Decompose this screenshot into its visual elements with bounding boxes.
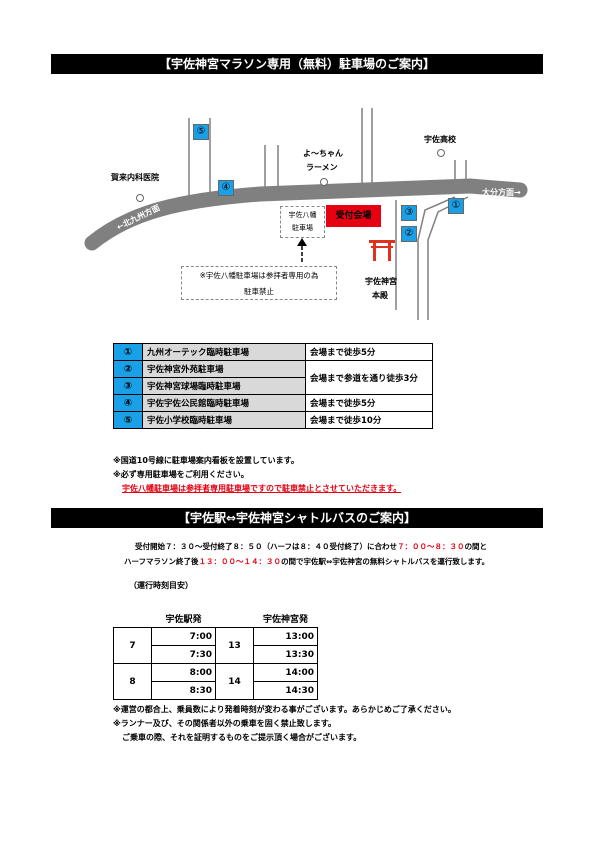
- parking-name: 宇佐宇佐公民館臨時駐車場: [142, 394, 306, 412]
- table-row: ③ 宇佐神宮球場臨時駐車場: [113, 377, 433, 395]
- note-proof: ご乗車の際、それを証明するものをご提示頂く場合がございます。: [122, 733, 362, 742]
- parking-number: ①: [113, 343, 143, 361]
- parking-name: 宇佐神宮球場臨時駐車場: [142, 377, 306, 395]
- table-row: ④ 宇佐宇佐公民館臨時駐車場 会場まで徒歩5分: [113, 394, 433, 412]
- time-cell: 8:30: [151, 681, 216, 700]
- torii-icon: [369, 240, 395, 261]
- intro-time-morning: ７：００～８：３０: [397, 542, 465, 551]
- table-row: 8 8:00 14 14:00: [113, 663, 318, 700]
- parking-number: ④: [113, 394, 143, 412]
- note-riders-only: ※ランナー及び、その関係者以外の乗車を固く禁止致します。: [113, 719, 336, 728]
- intro-text: の間で宇佐駅⇔宇佐神宮の無料シャトルバスを運行致します。: [281, 557, 490, 566]
- intro-text: ハーフマラソン終了後: [124, 557, 199, 566]
- time-cell: 13:30: [253, 645, 318, 664]
- ramen-marker: [320, 178, 328, 186]
- no-parking-line-1: ※宇佐八幡駐車場は参拝者専用の為: [199, 271, 319, 280]
- school-label: 宇佐高校: [424, 135, 456, 144]
- parking-number: ③: [113, 377, 143, 395]
- hour-cell: 7: [113, 627, 152, 664]
- time-cell: 7:00: [151, 627, 216, 646]
- parking-marker-1: ①: [448, 198, 464, 214]
- shuttle-intro-line-2: ハーフマラソン終了後１３：００～１４：３０の間で宇佐駅⇔宇佐神宮の無料シャトルバ…: [124, 556, 489, 567]
- hachiman-label-1: 宇佐八幡: [288, 211, 317, 219]
- parking-marker-2: ②: [401, 226, 417, 242]
- no-parking-line-2: 駐車禁止: [244, 287, 274, 296]
- hachiman-label-2: 駐車場: [292, 224, 313, 232]
- usa-station-header: 宇佐駅発: [165, 615, 202, 625]
- note-signs: ※国道10号線に駐車場案内看板を設置しています。: [113, 456, 299, 465]
- time-cell: 8:00: [151, 663, 216, 682]
- parking-name: 宇佐小学校臨時駐車場: [142, 411, 306, 429]
- reception-venue: 受付会場: [326, 205, 381, 227]
- walk-time: 会場まで徒歩5分: [305, 394, 433, 412]
- table-row: 宇佐駅発 宇佐神宮発: [114, 610, 318, 628]
- table-row: ⑤ 宇佐小学校臨時駐車場 会場まで徒歩10分: [113, 411, 433, 429]
- note-no-parking: 宇佐八幡駐車場は参拝者専用駐車場ですので駐車禁止とさせていただきます。: [122, 484, 402, 493]
- school-marker: [437, 149, 445, 157]
- parking-marker-4: ④: [218, 180, 234, 196]
- hour-cell: 8: [113, 663, 152, 700]
- walk-time: 会場まで徒歩5分: [305, 343, 433, 361]
- hour-cell: 14: [215, 663, 254, 700]
- hour-cell: 13: [215, 627, 254, 664]
- side-road: [427, 196, 469, 320]
- note-use-parking: ※必ず専用駐車場をご利用ください。: [113, 470, 249, 479]
- clinic-marker: [136, 194, 144, 202]
- intro-text: 受付開始７：３０～受付終了８：５０（ハーフは８：４０受付終了）に合わせ: [135, 542, 398, 551]
- parking-title: 【宇佐神宮マラソン専用（無料）駐車場のご案内】: [51, 54, 543, 74]
- shuttle-timetable: 宇佐駅発 宇佐神宮発 7 7:00 13 13:00 7:30 13:30 8 …: [113, 610, 318, 700]
- table-row: ① 九州オーテック臨時駐車場 会場まで徒歩5分: [113, 343, 433, 361]
- note-schedule-change: ※運営の都合上、乗員数により発着時刻が変わる事がございます。あらかじめご了承くだ…: [113, 705, 456, 714]
- side-road: [417, 196, 456, 320]
- table-row: 8:30 14:30: [114, 681, 318, 700]
- table-row: ② 宇佐神宮外苑駐車場 会場まで参道を通り徒歩3分: [113, 360, 433, 395]
- shrine-label-2: 本殿: [372, 291, 388, 300]
- parking-number: ⑤: [113, 411, 143, 429]
- table-row: 7:30 13:30: [114, 645, 318, 664]
- arrow-head-icon: [297, 238, 307, 246]
- no-parking-note: ※宇佐八幡駐車場は参拝者専用の為 駐車禁止: [181, 266, 337, 300]
- ramen-label-1: よ～ちゃん: [303, 149, 343, 158]
- clinic-label: 賀来内科医院: [111, 173, 159, 182]
- intro-text: の間と: [464, 542, 488, 551]
- shuttle-title: 【宇佐駅⇔宇佐神宮シャトルバスのご案内】: [51, 508, 543, 528]
- ramen-label-2: ラーメン: [306, 163, 338, 172]
- route-map: ←北九州方面 大分方面→ 賀来内科医院 よ～ちゃん ラーメン 宇佐高校 宇佐神宮…: [0, 0, 595, 330]
- main-road: [84, 178, 528, 251]
- time-cell: 13:00: [253, 627, 318, 646]
- parking-marker-5: ⑤: [193, 124, 209, 140]
- parking-table: ① 九州オーテック臨時駐車場 会場まで徒歩5分 ② 宇佐神宮外苑駐車場 会場まで…: [113, 343, 433, 429]
- hachiman-parking: 宇佐八幡 駐車場: [280, 206, 325, 238]
- shuttle-intro-line-1: 受付開始７：３０～受付終了８：５０（ハーフは８：４０受付終了）に合わせ７：００～…: [135, 541, 487, 552]
- walk-time: 会場まで参道を通り徒歩3分: [305, 360, 433, 395]
- oita-direction: 大分方面→: [482, 188, 521, 197]
- parking-number: ②: [113, 360, 143, 378]
- parking-name: 宇佐神宮外苑駐車場: [142, 360, 306, 378]
- intro-time-afternoon: １３：００～１４：３０: [198, 557, 282, 566]
- time-cell: 7:30: [151, 645, 216, 664]
- time-cell: 14:30: [253, 681, 318, 700]
- parking-name: 九州オーテック臨時駐車場: [142, 343, 306, 361]
- table-row: 7 7:00 13 13:00: [113, 627, 318, 664]
- time-cell: 14:00: [253, 663, 318, 682]
- timetable-label: （運行時刻目安）: [129, 581, 193, 590]
- usa-shrine-header: 宇佐神宮発: [262, 615, 308, 625]
- walk-time: 会場まで徒歩10分: [305, 411, 433, 429]
- shrine-label-1: 宇佐神宮: [365, 277, 397, 286]
- parking-marker-3: ③: [401, 205, 417, 221]
